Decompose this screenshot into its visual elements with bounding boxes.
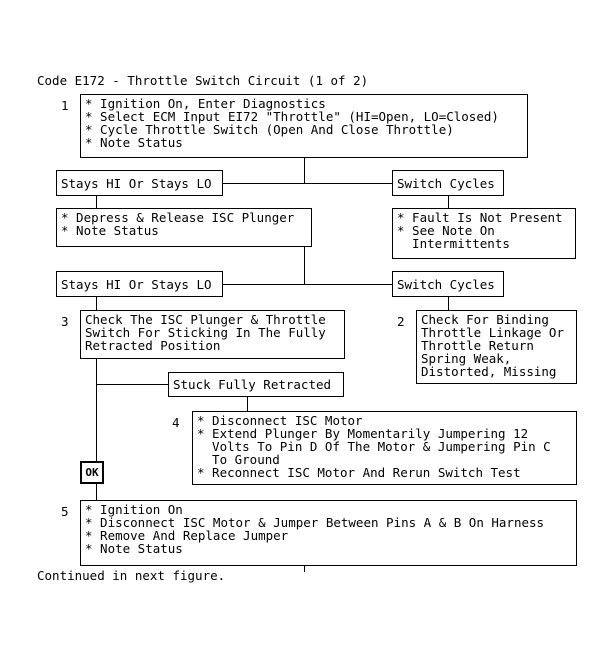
connector xyxy=(304,247,305,284)
diagram-title: Code E172 - Throttle Switch Circuit (1 o… xyxy=(37,73,369,88)
step-1-box: * Ignition On, Enter Diagnostics * Selec… xyxy=(80,94,528,158)
result-stuck-fully-retracted: Stuck Fully Retracted xyxy=(168,372,344,397)
connector xyxy=(222,183,392,184)
result-switch-cycles: Switch Cycles xyxy=(392,170,504,196)
step-3-box: Check The ISC Plunger & Throttle Switch … xyxy=(80,310,345,359)
step-number: 4 xyxy=(172,415,180,430)
fault-not-present-box: * Fault Is Not Present * See Note On Int… xyxy=(392,208,576,259)
step-number: 1 xyxy=(61,98,69,113)
continued-note: Continued in next figure. xyxy=(37,568,226,583)
connector xyxy=(304,158,305,183)
connector xyxy=(96,359,97,461)
connector xyxy=(96,384,169,385)
step-2-box: Check For Binding Throttle Linkage Or Th… xyxy=(416,310,577,384)
connector xyxy=(96,196,97,209)
step-4-box: * Disconnect ISC Motor * Extend Plunger … xyxy=(192,411,577,485)
ok-result: OK xyxy=(80,461,104,484)
connector xyxy=(448,297,449,311)
connector xyxy=(448,196,449,209)
connector xyxy=(222,284,392,285)
step-number: 5 xyxy=(61,504,69,519)
result-switch-cycles: Switch Cycles xyxy=(392,271,504,297)
result-stays-hi-lo: Stays HI Or Stays LO xyxy=(56,170,223,196)
step-5-box: * Ignition On * Disconnect ISC Motor & J… xyxy=(80,500,577,566)
step-number: 3 xyxy=(61,314,69,329)
result-stays-hi-lo: Stays HI Or Stays LO xyxy=(56,271,223,297)
step-depress-plunger-box: * Depress & Release ISC Plunger * Note S… xyxy=(56,208,312,247)
connector xyxy=(96,297,97,311)
connector xyxy=(96,484,97,500)
connector xyxy=(247,396,248,411)
connector xyxy=(304,566,305,572)
step-number: 2 xyxy=(397,314,405,329)
